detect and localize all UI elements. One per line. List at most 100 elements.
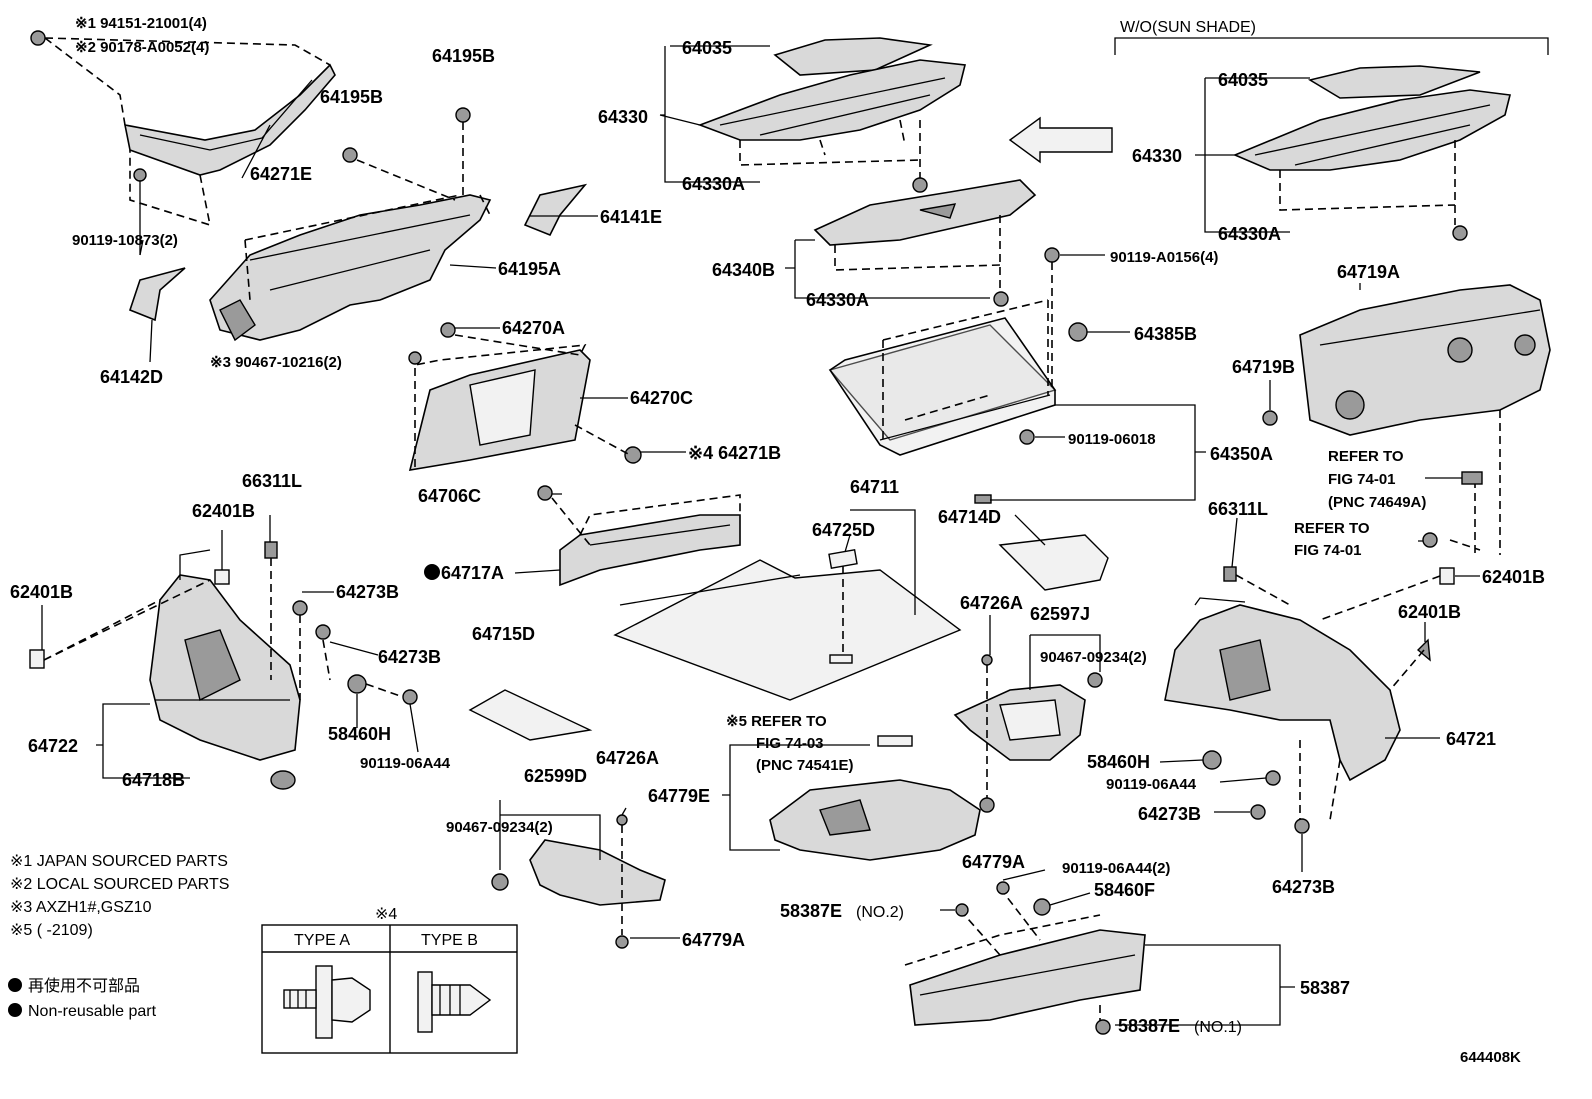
type-table-col-a: TYPE A [294, 932, 350, 949]
label-64779a-right: 64779A [962, 852, 1025, 872]
clip-64195B-mid [342, 147, 456, 201]
label-64715d: 64715D [472, 624, 535, 644]
legend-dot-jp [8, 978, 22, 992]
label-64330a-mid: 64330A [806, 290, 869, 310]
label-64717a: 64717A [441, 563, 504, 583]
clip-type-a-drawing [283, 965, 371, 1039]
label-66311l-left: 66311L [242, 471, 302, 491]
type-table-col-b: TYPE B [421, 932, 478, 949]
label-64273b-right-1: 64273B [1138, 804, 1201, 824]
clip-58387E-no1 [1095, 1019, 1111, 1035]
label-90119-a0156: 90119-A0156(4) [1110, 249, 1218, 266]
clip-62401B-top [214, 569, 230, 585]
clip-58460H-left [347, 674, 367, 694]
part-64722-liner [149, 549, 301, 761]
part-64141E [523, 183, 588, 237]
footnote-3: ※3 AXZH1#,GSZ10 [10, 899, 152, 916]
label-90467-10216: ※3 90467-10216(2) [210, 354, 342, 371]
label-90119-06a44-left: 90119-06A44 [360, 755, 451, 772]
label-90119-06018: 90119-06018 [1068, 431, 1156, 448]
label-90119-06a44-right: 90119-06A44 [1106, 776, 1197, 793]
clip-58387E-no2 [955, 903, 969, 917]
clip-66311L-left [264, 541, 278, 680]
clip-74649A [1461, 471, 1483, 485]
label-64141e: 64141E [600, 207, 662, 227]
clip-64273B-left-1 [292, 600, 308, 616]
label-64330a-top: 64330A [682, 174, 745, 194]
label-64035-right: 64035 [1218, 70, 1268, 90]
label-62401b-right-2: 62401B [1398, 602, 1461, 622]
label-64721: 64721 [1446, 729, 1496, 749]
footnote-5: ※5 ( -2109) [10, 922, 93, 939]
label-64706c: 64706C [418, 486, 481, 506]
label-64718b: 64718B [122, 770, 185, 790]
label-64711: 64711 [850, 477, 899, 497]
label-refer-7401-b-1: REFER TO [1294, 520, 1370, 537]
part-64715D-mat [468, 689, 593, 741]
footnotes: ※1 JAPAN SOURCED PARTS ※2 LOCAL SOURCED … [10, 853, 229, 939]
clip-64385B [1068, 322, 1088, 342]
legend-en: Non-reusable part [28, 1003, 157, 1020]
clip-62401B-left [29, 649, 45, 669]
label-62401b-left: 62401B [10, 582, 73, 602]
clip-64273B-right-2 [1294, 818, 1310, 834]
clip-64718B [270, 770, 296, 790]
label-64330: 64330 [598, 107, 648, 127]
label-64195b-top: 64195B [432, 46, 495, 66]
label-90119-06a44-2: 90119-06A44(2) [1062, 860, 1170, 877]
part-64725D-patch [828, 549, 858, 569]
label-refer-7401-a-1: REFER TO [1328, 448, 1404, 465]
part-64330-package-tray [697, 59, 966, 141]
clip-64330A-mid [993, 291, 1009, 307]
label-64195b-mid: 64195B [320, 87, 383, 107]
label-64271e: 64271E [250, 164, 312, 184]
label-64350a: 64350A [1210, 444, 1273, 464]
label-64142d: 64142D [100, 367, 163, 387]
label-64719a: 64719A [1337, 262, 1400, 282]
label-58460h-left: 58460H [328, 724, 391, 744]
clip-refer-7401-b [1422, 532, 1438, 548]
clip-64273B-left-2 [315, 624, 331, 640]
part-64195A-panel [209, 194, 492, 342]
label-64270c: 64270C [630, 388, 693, 408]
clip-64726A-left [616, 814, 628, 935]
clip-64271B [624, 446, 642, 464]
clip-58460F [1033, 898, 1051, 916]
clip-64726A-right [981, 654, 993, 800]
part-64330-tray-right [1232, 89, 1511, 171]
label-58387e-no2-suffix: (NO.2) [856, 904, 904, 921]
label-64273b-left-2: 64273B [378, 647, 441, 667]
bolt-90119-06A44-2 [996, 881, 1010, 895]
label-64195a: 64195A [498, 259, 561, 279]
label-58460h-right: 58460H [1087, 752, 1150, 772]
label-62597j: 62597J [1030, 604, 1090, 624]
part-64271E-bracket [123, 63, 336, 176]
label-90178-a0052: ※2 90178-A0052(4) [75, 39, 209, 56]
clip-64270A [440, 322, 456, 338]
clip-66311L-right [1223, 566, 1237, 582]
non-reusable-marker-64717a [424, 564, 440, 580]
label-58387e-no1: 58387E [1118, 1016, 1180, 1036]
legend-dot-en [8, 1003, 22, 1017]
label-64385b: 64385B [1134, 324, 1197, 344]
label-62401b-top: 62401B [192, 501, 255, 521]
clip-62401B-right-1 [1439, 567, 1455, 585]
label-64035: 64035 [682, 38, 732, 58]
label-refer-7403-1: ※5 REFER TO [726, 713, 827, 730]
label-58387e-no2: 58387E [780, 901, 842, 921]
part-labels: ※1 94151-21001(4) ※2 90178-A0052(4) 6427… [10, 15, 1545, 1066]
clip-90467-10216 [408, 351, 422, 365]
clip-64330A-top [912, 120, 928, 193]
clip-64195B-top [455, 107, 471, 195]
label-refer-7401-b-2: FIG 74-01 [1294, 542, 1362, 559]
label-64271b: ※4 64271B [688, 443, 781, 463]
bolt-90119-10873 [133, 168, 147, 255]
legend-jp: 再使用不可部品 [28, 977, 140, 995]
type-table-ref: ※4 [375, 906, 397, 923]
label-64726a-left: 64726A [596, 748, 659, 768]
label-66311l-right: 66311L [1208, 499, 1268, 519]
label-64714d: 64714D [938, 507, 1001, 527]
part-64717A-sill [559, 514, 741, 587]
